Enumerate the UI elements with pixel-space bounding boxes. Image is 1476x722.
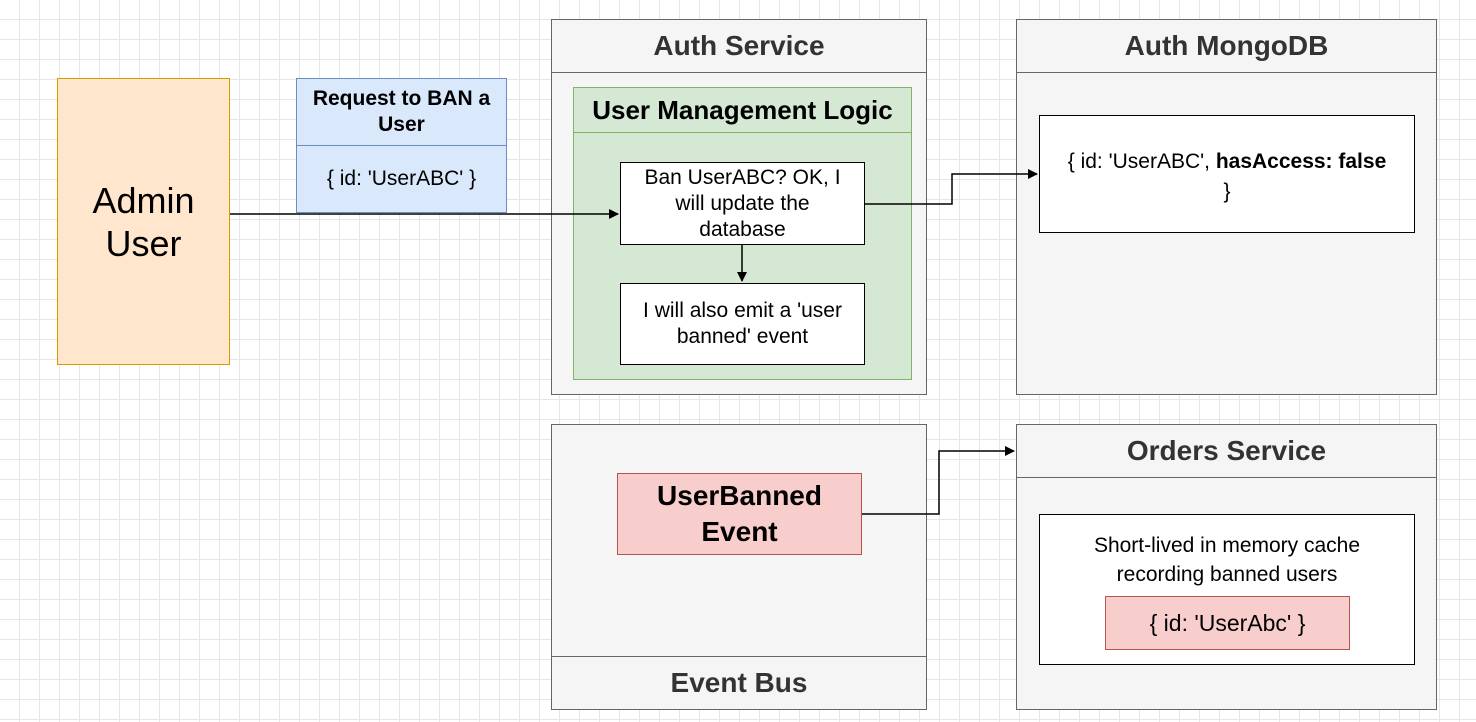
user-banned-event[interactable]: UserBanned Event bbox=[617, 473, 862, 555]
request-card-body: { id: 'UserABC' } bbox=[326, 167, 477, 190]
user-record-has-access: hasAccess: false bbox=[1215, 150, 1387, 173]
cache-entry-text: { id: 'UserAbc' } bbox=[1149, 609, 1306, 636]
admin-user-node[interactable]: Admin User bbox=[57, 78, 230, 365]
user-record[interactable]: { id: 'UserABC', hasAccess: false } bbox=[1039, 115, 1415, 233]
user-banned-event-label: UserBanned Event bbox=[657, 480, 822, 547]
request-card-title: Request to BAN a User bbox=[297, 79, 506, 146]
memory-cache-label: Short-lived in memory cache recording ba… bbox=[1093, 534, 1361, 586]
orders-service-title: Orders Service bbox=[1017, 425, 1436, 478]
user-record-prefix: { id: 'UserABC', bbox=[1067, 150, 1216, 173]
auth-service-title: Auth Service bbox=[552, 20, 926, 73]
emit-event-step-text: I will also emit a 'user banned' event bbox=[643, 299, 842, 348]
user-management-logic-title: User Management Logic bbox=[574, 88, 911, 133]
auth-mongodb-title: Auth MongoDB bbox=[1017, 20, 1436, 73]
request-card[interactable]: Request to BAN a User { id: 'UserABC' } bbox=[296, 78, 507, 213]
user-record-suffix: } bbox=[1223, 180, 1231, 203]
event-bus-container[interactable]: Event Bus bbox=[551, 424, 927, 710]
update-database-step-text: Ban UserABC? OK, I will update the datab… bbox=[644, 165, 841, 241]
memory-cache[interactable]: Short-lived in memory cache recording ba… bbox=[1039, 514, 1415, 665]
cache-entry[interactable]: { id: 'UserAbc' } bbox=[1105, 596, 1350, 650]
update-database-step[interactable]: Ban UserABC? OK, I will update the datab… bbox=[620, 162, 865, 245]
admin-user-label: Admin User bbox=[92, 179, 195, 264]
emit-event-step[interactable]: I will also emit a 'user banned' event bbox=[620, 283, 865, 365]
event-bus-title: Event Bus bbox=[552, 656, 926, 709]
